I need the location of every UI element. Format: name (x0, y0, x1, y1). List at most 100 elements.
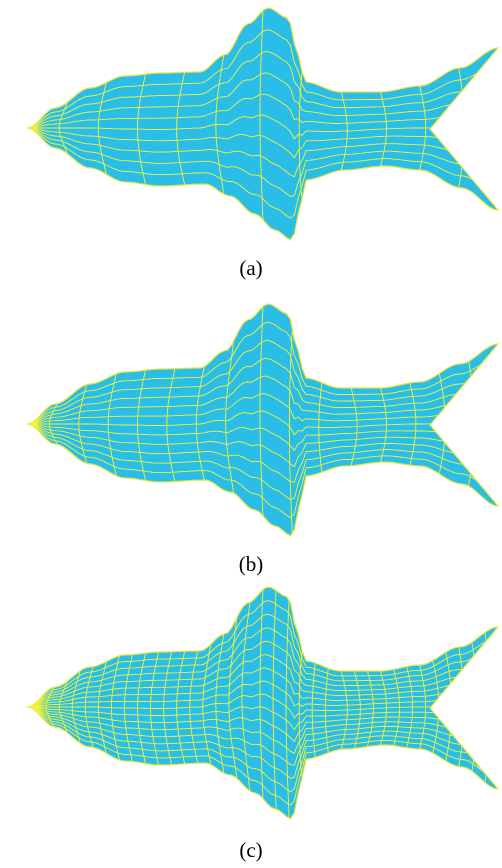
mesh-line-long (28, 627, 498, 708)
mesh-line-long (28, 706, 498, 806)
mesh-line-trans (48, 403, 58, 445)
mesh-line-long (28, 50, 498, 129)
mesh-line-long (28, 423, 498, 452)
mesh-line-long (28, 423, 498, 468)
mesh-line-trans (241, 602, 251, 792)
mesh-line-trans (202, 644, 212, 765)
mesh-line-trans (380, 91, 387, 167)
mesh-line-trans (298, 72, 303, 199)
mesh-line-trans (468, 361, 476, 487)
mesh-line-trans (419, 85, 427, 171)
mesh-line-trans (137, 653, 146, 764)
mesh-line-trans (380, 387, 387, 463)
fish-mesh-c (25, 586, 500, 820)
mesh-line-long (28, 127, 498, 219)
mesh-line-long (28, 423, 498, 483)
mesh-line-long (28, 127, 498, 159)
mesh-line-long (28, 72, 498, 129)
mesh-line-trans (259, 589, 264, 799)
mesh-line-trans (45, 686, 55, 728)
mesh-lines (28, 306, 498, 536)
mesh-line-long (28, 600, 498, 708)
mesh-line-long (28, 375, 498, 425)
mesh-line-trans (32, 697, 42, 717)
mesh-line-trans (58, 681, 68, 733)
mesh-line-trans (176, 72, 186, 186)
mesh-line-trans (259, 306, 264, 516)
caption-a: (a) (239, 256, 263, 280)
mesh-line-long (28, 393, 498, 425)
mesh-line-trans (123, 654, 133, 762)
mesh-line-trans (228, 617, 238, 779)
mesh-line-long (28, 706, 498, 766)
mesh-line-long (28, 693, 498, 719)
mesh-line-long (28, 706, 498, 779)
mesh-line-long (28, 29, 498, 129)
mesh-line-trans (393, 669, 401, 746)
mesh-line-trans (97, 82, 107, 175)
mesh-line-trans (166, 368, 176, 482)
mesh-line-trans (366, 670, 374, 747)
figure-c (0, 583, 502, 823)
mesh-line-trans (150, 651, 160, 766)
mesh-line-trans (340, 670, 348, 750)
mesh-line-trans (318, 382, 323, 473)
mesh-line-trans (340, 91, 348, 171)
mesh-line-long (28, 357, 498, 425)
fish-body (25, 303, 500, 537)
fish-mesh-b (25, 303, 500, 537)
mesh-line-trans (350, 387, 358, 466)
mesh-line-trans (311, 663, 316, 758)
mesh-lines (28, 10, 498, 220)
mesh-line-trans (195, 366, 205, 481)
mesh-line-long (28, 410, 498, 436)
mesh-line-trans (324, 668, 329, 753)
fish-mesh-a (25, 7, 500, 241)
mesh-line-trans (225, 341, 235, 494)
mesh-line-trans (215, 55, 225, 195)
mesh-line-long (28, 706, 498, 793)
mesh-line-long (28, 423, 498, 501)
mesh-line-trans (288, 328, 293, 536)
mesh-line-trans (189, 650, 199, 764)
mesh-line-trans (353, 670, 361, 749)
mesh-line-trans (259, 10, 264, 220)
mesh-line-trans (137, 74, 146, 185)
mesh-line-long (28, 127, 498, 197)
caption-b: (b) (238, 552, 264, 576)
mesh-line-trans (484, 632, 492, 783)
mesh-line-long (28, 654, 498, 708)
fish-body (25, 7, 500, 241)
mesh-line-long (28, 127, 498, 178)
mesh-line-long (28, 321, 498, 425)
mesh-line-trans (97, 661, 107, 754)
mesh-line-long (28, 114, 498, 140)
figure-a (0, 0, 502, 245)
mesh-line-long (28, 680, 498, 708)
mesh-line-trans (163, 651, 173, 765)
caption-c: (c) (239, 838, 263, 862)
figure-b (0, 290, 502, 545)
mesh-line-trans (110, 655, 120, 761)
mesh-line-trans (215, 634, 225, 774)
mesh-line-trans (71, 670, 81, 744)
mesh-line-trans (419, 664, 427, 750)
mesh-line-trans (409, 382, 417, 466)
mesh-line-long (28, 706, 498, 743)
mesh-line-long (28, 706, 498, 731)
mesh-line-trans (176, 651, 186, 765)
mesh-line-trans (58, 102, 68, 154)
mesh-line-trans (272, 590, 277, 810)
mesh-line-long (28, 667, 498, 708)
mesh-line-trans (406, 666, 414, 748)
mesh-line-long (28, 640, 498, 708)
mesh-line-long (28, 423, 498, 519)
mesh-line-long (28, 706, 498, 755)
mesh-line-long (28, 93, 498, 129)
mesh-line-long (28, 613, 498, 708)
mesh-line-trans (471, 642, 479, 772)
mesh-line-trans (285, 598, 290, 819)
mesh-line-trans (78, 384, 88, 464)
fish-body (25, 586, 500, 820)
mesh-line-trans (137, 370, 146, 481)
